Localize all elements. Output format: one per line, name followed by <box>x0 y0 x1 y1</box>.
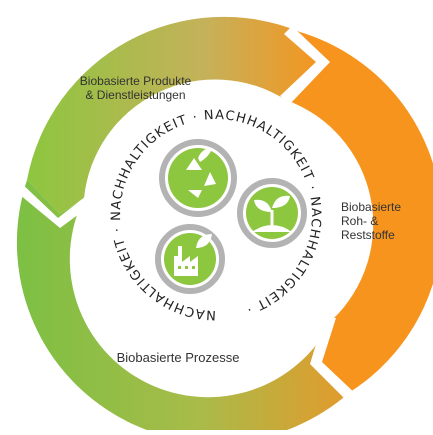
label-raw-materials: Biobasierte Roh- & Reststoffe <box>341 200 431 242</box>
seedling-icon <box>237 178 307 248</box>
segment-divider <box>310 318 358 400</box>
label-raw-line3: Reststoffe <box>341 228 395 242</box>
label-processes-line1: Biobasierte Prozesse <box>116 350 240 365</box>
label-raw-line2: Roh- & <box>341 214 379 228</box>
eco-factory-icon <box>155 224 225 294</box>
label-products: Biobasierte Produkte & Dienstleistungen <box>48 74 223 102</box>
label-raw-line1: Biobasierte <box>341 200 402 214</box>
label-products-line2: & Dienstleistungen <box>85 88 186 102</box>
label-products-line1: Biobasierte Produkte <box>79 74 192 88</box>
recycle-icon <box>159 139 237 217</box>
segment-raw-materials <box>286 32 433 392</box>
segment-divider <box>280 26 330 104</box>
segment-processes <box>16 180 350 435</box>
label-processes: Biobasierte Prozesse <box>82 351 274 365</box>
segment-divider <box>14 180 90 228</box>
segment-products <box>27 16 325 215</box>
